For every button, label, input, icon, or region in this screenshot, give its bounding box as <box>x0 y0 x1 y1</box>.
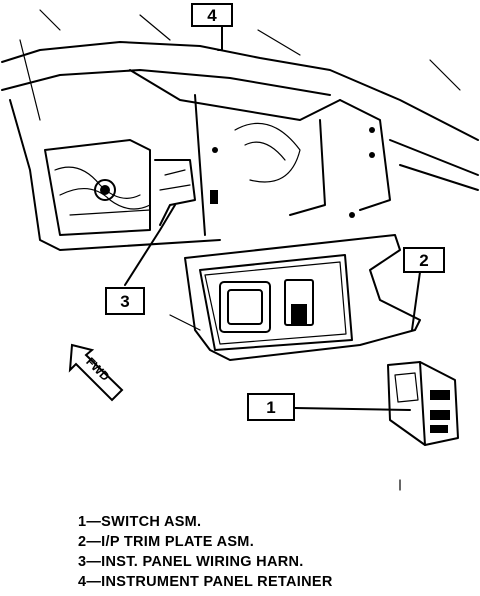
callout-3: 3 <box>105 287 145 315</box>
leader-line-1 <box>294 407 411 411</box>
wiring-harness <box>44 139 218 236</box>
switch-assembly <box>387 361 459 491</box>
exploded-view-diagram: 4 2 3 1 FWD <box>1 3 479 491</box>
forward-arrow: FWD <box>68 343 124 402</box>
callout-1: 1 <box>247 393 295 421</box>
callout-4-label: 4 <box>207 6 217 25</box>
callout-1-label: 1 <box>266 398 275 417</box>
legend-item-switch-assembly: 1—SWITCH ASM. <box>78 514 202 530</box>
trim-plate <box>169 234 421 361</box>
legend-item-wiring-harness: 3—INST. PANEL WIRING HARN. <box>78 554 304 570</box>
instrument-panel-body <box>1 9 479 251</box>
callout-2: 2 <box>403 247 445 273</box>
leader-line-3 <box>124 204 176 286</box>
legend-item-trim-plate: 2—I/P TRIM PLATE ASM. <box>78 534 255 550</box>
parts-legend: 1—SWITCH ASM. 2—I/P TRIM PLATE ASM. 3—IN… <box>78 512 478 592</box>
callout-2-label: 2 <box>419 251 428 270</box>
legend-item-panel-retainer: 4—INSTRUMENT PANEL RETAINER <box>78 574 333 590</box>
callout-3-label: 3 <box>120 292 129 311</box>
callout-4: 4 <box>191 3 233 27</box>
leader-line-2 <box>411 271 421 331</box>
leader-line-4 <box>217 24 223 51</box>
